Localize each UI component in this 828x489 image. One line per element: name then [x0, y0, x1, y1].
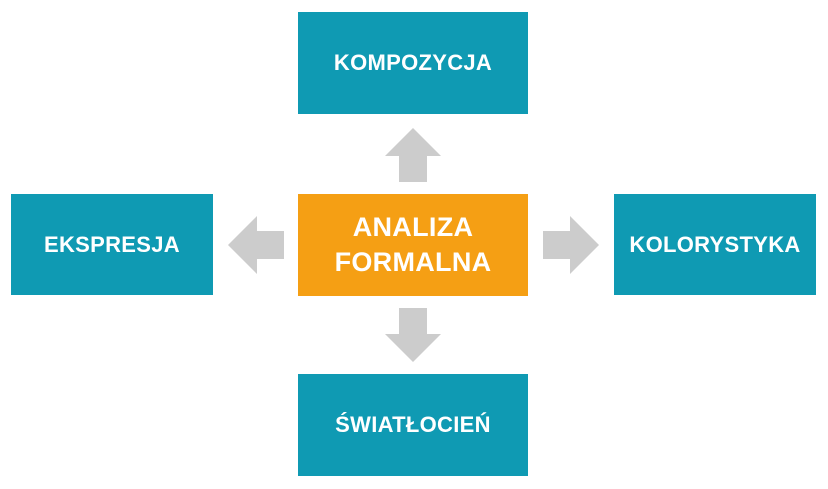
arrow-left — [228, 216, 284, 274]
node-kolorystyka: KOLORYSTYKA — [614, 194, 816, 295]
arrow-down — [385, 308, 441, 362]
node-ekspresja: EKSPRESJA — [11, 194, 213, 295]
arrow-up — [385, 128, 441, 182]
node-kompozycja: KOMPOZYCJA — [298, 12, 528, 114]
node-swiatlocien-label: ŚWIATŁOCIEŃ — [335, 412, 491, 438]
center-label-line1: ANALIZA — [352, 211, 474, 242]
node-kompozycja-label: KOMPOZYCJA — [333, 50, 493, 76]
node-analiza-formalna: ANALIZA FORMALNA — [298, 194, 528, 296]
center-label-line2: FORMALNA — [334, 247, 492, 277]
node-kolorystyka-label: KOLORYSTYKA — [629, 231, 801, 257]
node-ekspresja-label: EKSPRESJA — [44, 231, 180, 257]
arrow-right — [543, 216, 599, 274]
node-swiatlocien: ŚWIATŁOCIEŃ — [298, 374, 528, 476]
